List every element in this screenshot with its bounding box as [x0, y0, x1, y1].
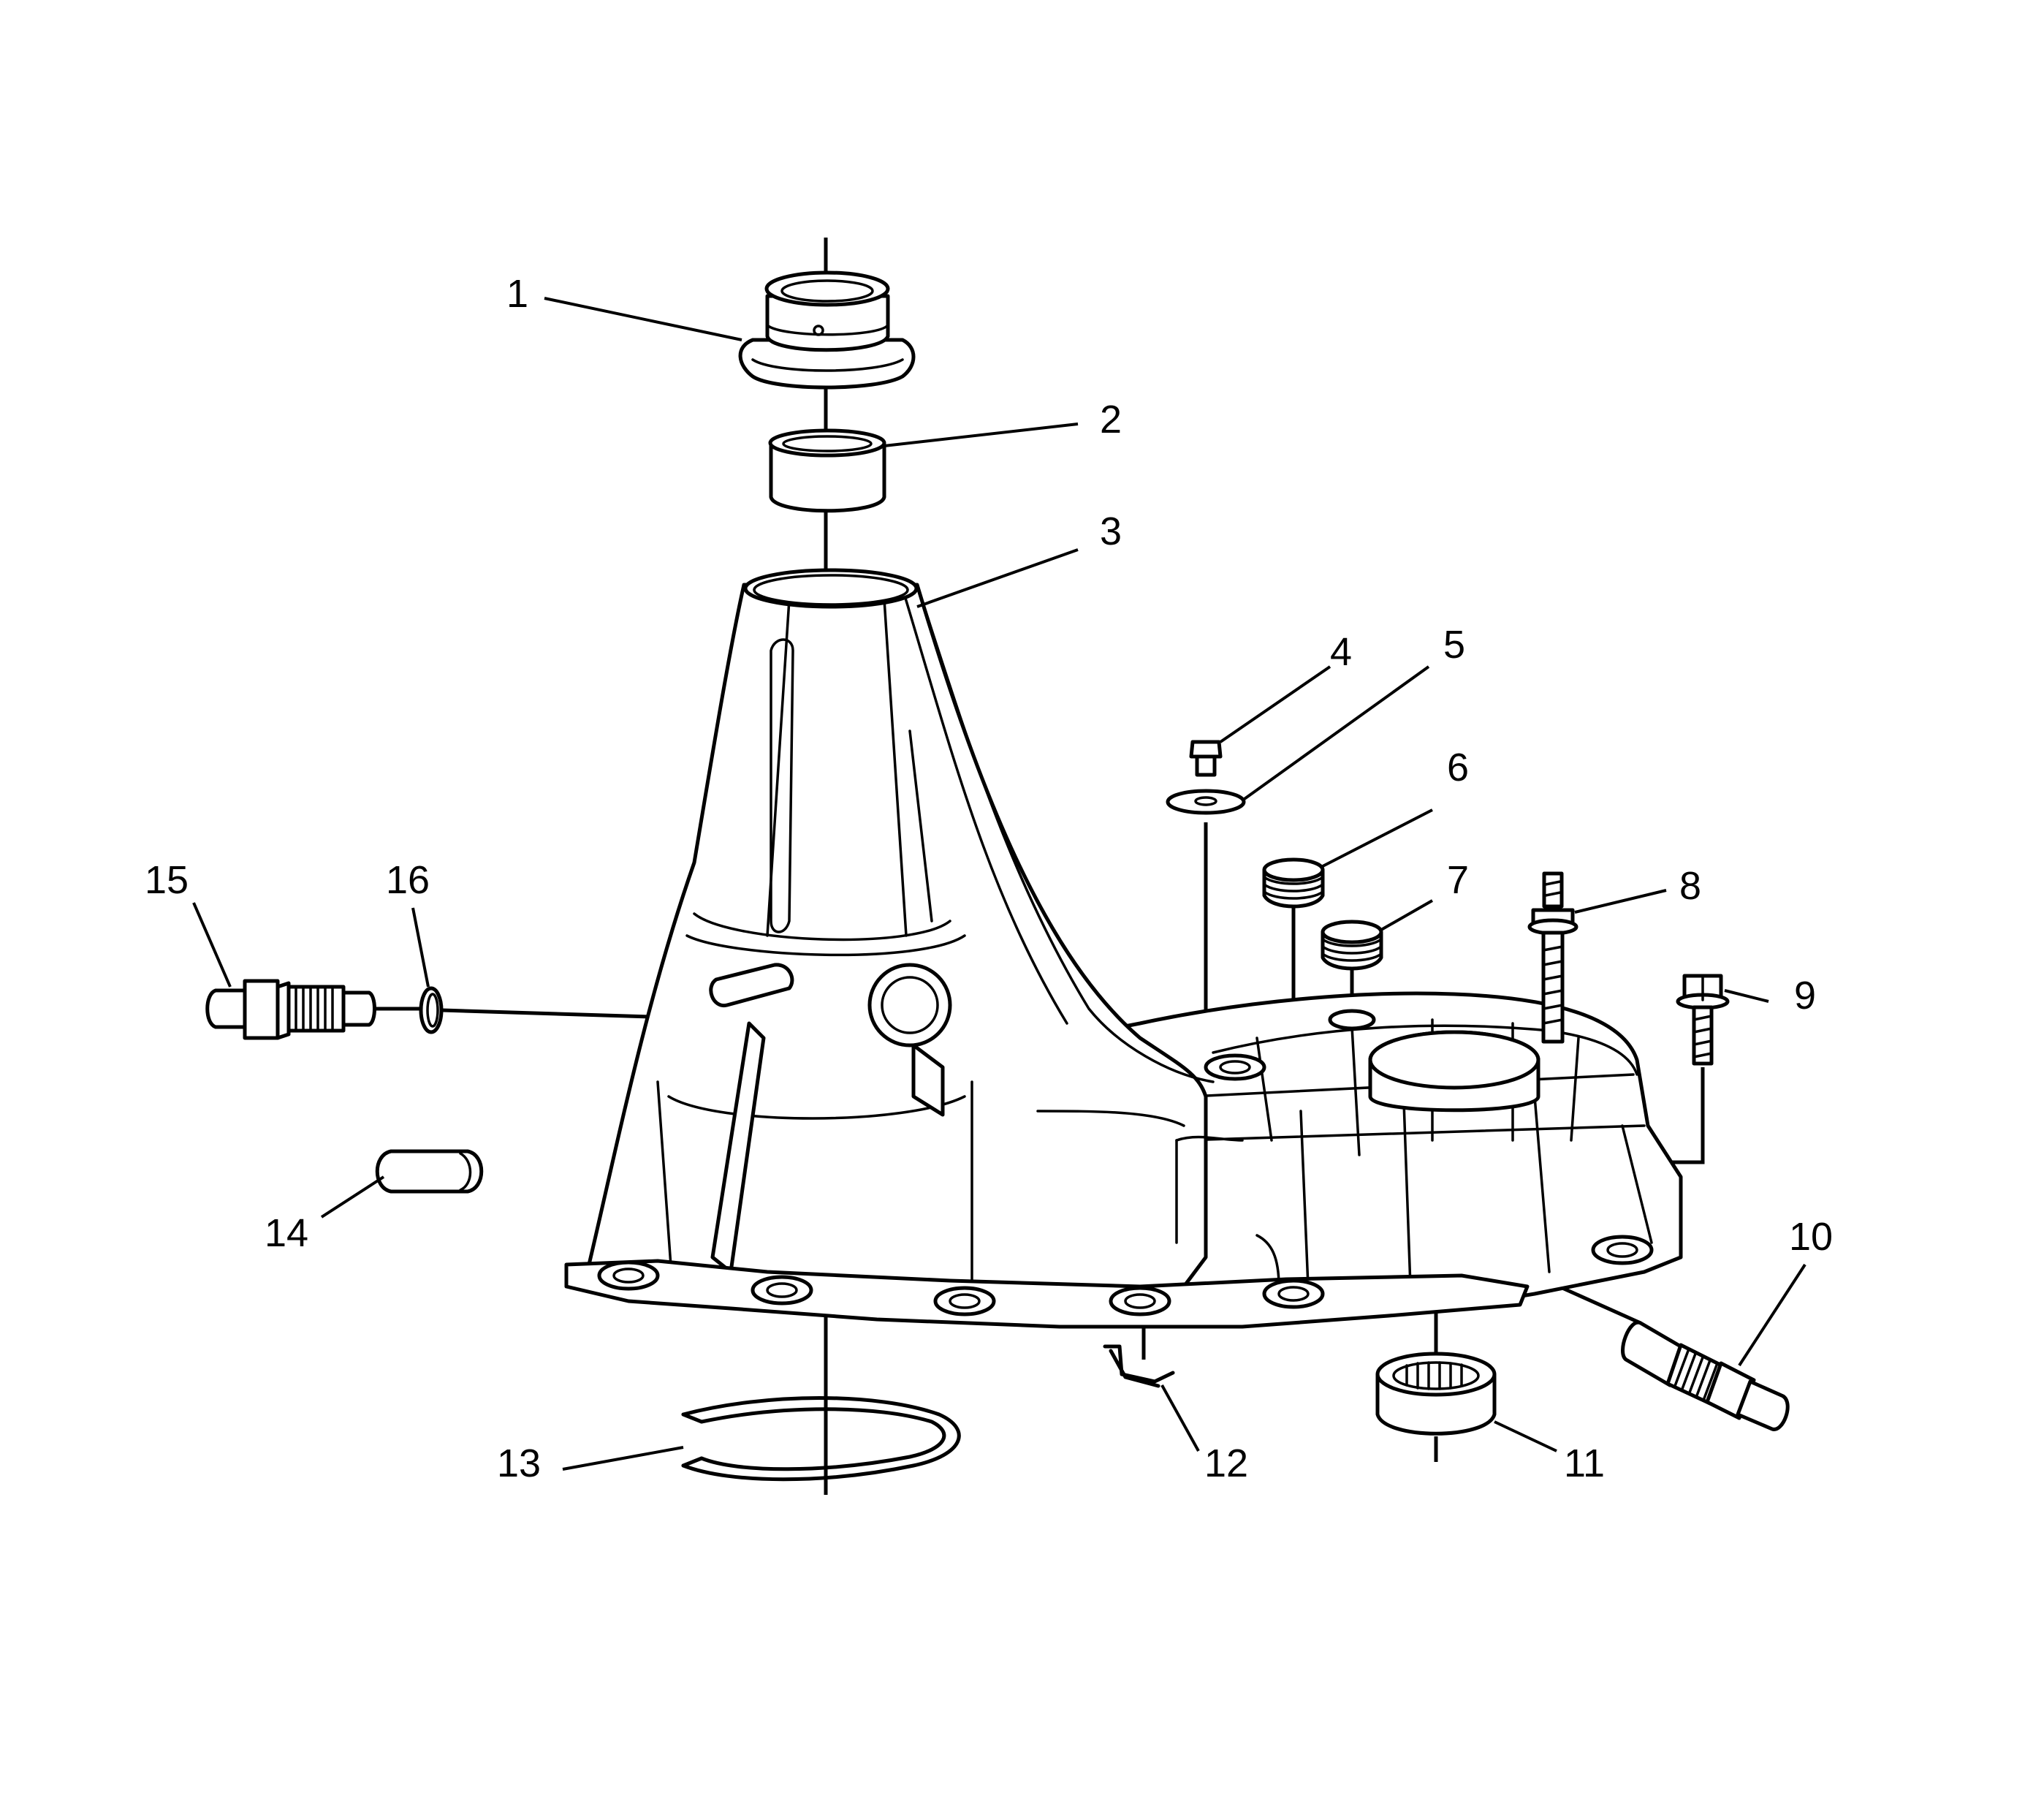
- case-housing: [564, 568, 1683, 1329]
- callout-1: 1: [506, 272, 528, 316]
- callout-12: 12: [1204, 1441, 1248, 1485]
- part-14-plug: [375, 1149, 484, 1194]
- callout-2: 2: [1100, 398, 1122, 442]
- callout-16: 16: [386, 858, 430, 902]
- callout-13: 13: [497, 1441, 541, 1485]
- part-7-plug: [1321, 920, 1383, 971]
- part-15-sensor: [205, 979, 376, 1040]
- callout-5: 5: [1443, 623, 1465, 667]
- callout-15: 15: [145, 858, 189, 902]
- part-13-snap-ring: [681, 1396, 961, 1482]
- callout-3: 3: [1100, 509, 1122, 553]
- part-8-stud: [1527, 871, 1578, 1044]
- part-12-clip: [1103, 1344, 1175, 1388]
- part-5-washer: [1166, 789, 1246, 815]
- callout-14: 14: [265, 1211, 308, 1255]
- callout-labels: 1 2 3 4 5 6 7 8 9 10 11 12 13 14 15 16: [145, 272, 1833, 1485]
- leader-lines: [192, 297, 1806, 1471]
- part-11-bearing: [1375, 1352, 1497, 1436]
- callout-8: 8: [1679, 864, 1701, 908]
- callout-9: 9: [1794, 974, 1816, 1018]
- part-4-bolt: [1189, 740, 1223, 777]
- part-1-seal-adapter: [738, 270, 916, 390]
- callout-10: 10: [1789, 1215, 1833, 1259]
- callout-6: 6: [1447, 746, 1469, 789]
- callout-7: 7: [1447, 858, 1469, 902]
- part-9-bolt: [1676, 974, 1730, 1066]
- part-6-plug: [1262, 857, 1325, 909]
- callout-4: 4: [1330, 630, 1352, 674]
- part-2-bushing: [768, 428, 886, 513]
- callout-11: 11: [1564, 1441, 1605, 1485]
- part-16-o-ring: [419, 986, 444, 1034]
- part-10-sensor: [1621, 1320, 1790, 1431]
